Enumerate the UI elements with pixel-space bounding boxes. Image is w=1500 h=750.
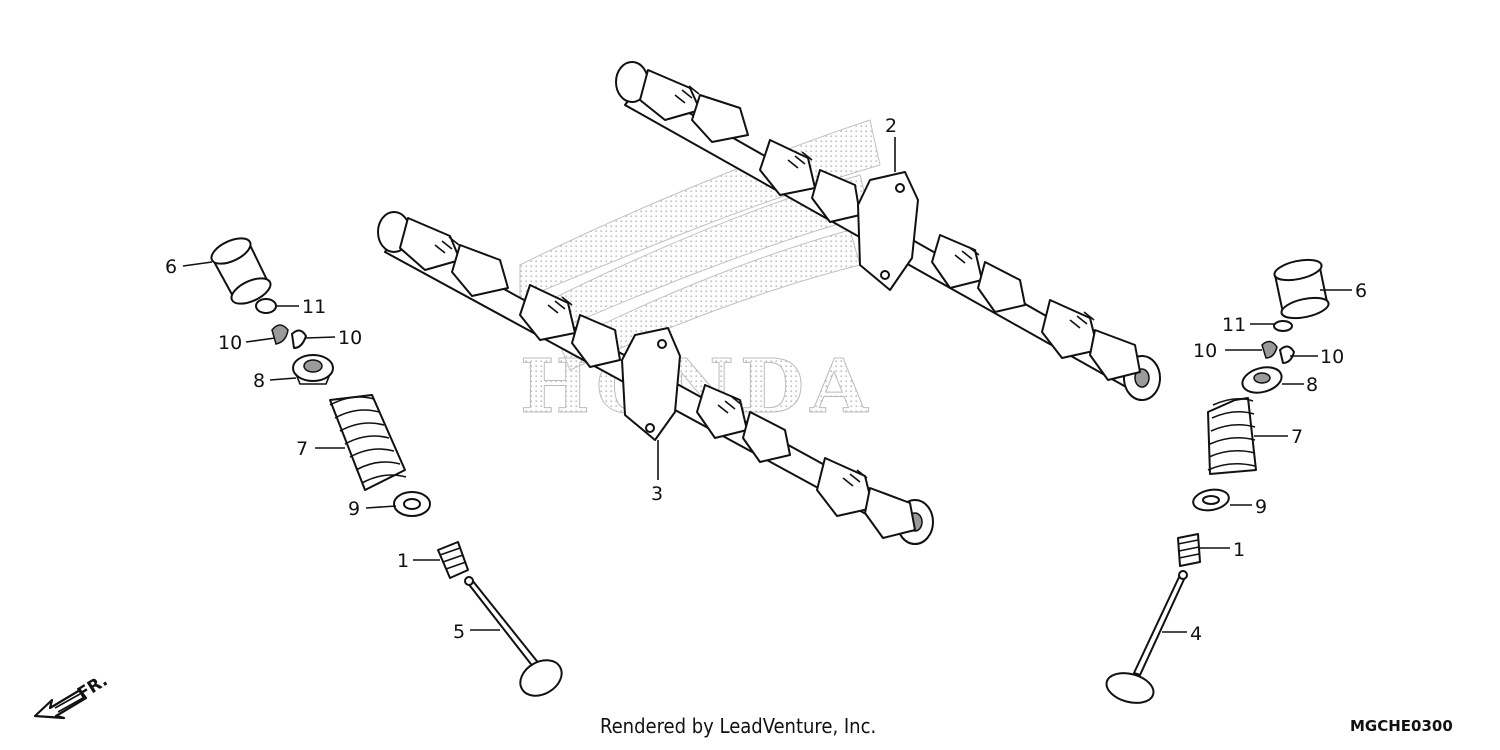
spring-seat-left xyxy=(393,491,431,517)
callout-7-right: 7 xyxy=(1291,426,1303,448)
valve-train-left xyxy=(210,237,563,697)
callout-7-left: 7 xyxy=(296,438,308,460)
camshaft-upper xyxy=(615,61,1161,401)
callout-6-right: 6 xyxy=(1355,280,1367,302)
callout-1-left: 1 xyxy=(397,550,409,572)
callout-6-left: 6 xyxy=(165,256,177,278)
stem-seal-right xyxy=(1177,533,1201,567)
callout-9-left: 9 xyxy=(348,498,360,520)
callout-3: 3 xyxy=(651,483,663,505)
shim-left xyxy=(255,298,277,314)
callout-5: 5 xyxy=(453,621,465,643)
valve-intake-right xyxy=(1105,570,1188,704)
leader-lines xyxy=(182,137,1352,633)
spring-seat-right xyxy=(1192,488,1230,512)
callout-9-right: 9 xyxy=(1255,496,1267,518)
cotters-left xyxy=(271,324,307,349)
callout-11-left: 11 xyxy=(302,296,326,318)
front-direction-indicator: FR. xyxy=(33,671,111,720)
callout-10-left-b: 10 xyxy=(338,327,362,349)
valve-exhaust-left xyxy=(464,576,563,697)
callout-10-right-b: 10 xyxy=(1320,346,1344,368)
callout-11-right: 11 xyxy=(1222,314,1246,336)
callout-2: 2 xyxy=(885,115,897,137)
callout-1-right: 1 xyxy=(1233,539,1245,561)
callout-8-right: 8 xyxy=(1306,374,1318,396)
callout-10-left-a: 10 xyxy=(218,332,242,354)
render-credit: Rendered by LeadVenture, Inc. xyxy=(600,714,876,738)
retainer-left xyxy=(292,354,334,385)
tappet-right xyxy=(1273,258,1330,320)
callout-8-left: 8 xyxy=(253,370,265,392)
spring-left xyxy=(329,394,407,491)
stem-seal-left xyxy=(437,541,469,579)
cotters-right xyxy=(1261,340,1295,364)
callout-4: 4 xyxy=(1190,623,1202,645)
shim-right xyxy=(1273,320,1293,332)
valve-train-right xyxy=(1105,258,1330,704)
spring-right xyxy=(1207,397,1257,475)
tappet-left xyxy=(210,237,272,305)
diagram-code: MGCHE0300 xyxy=(1350,717,1453,735)
callouts: 2 3 6 11 10 10 8 7 9 1 5 6 11 10 10 8 7 … xyxy=(165,115,1367,645)
retainer-right xyxy=(1241,366,1283,394)
callout-10-right-a: 10 xyxy=(1193,340,1217,362)
camshaft-lower xyxy=(377,211,934,545)
honda-watermark: HONDA xyxy=(519,119,881,431)
